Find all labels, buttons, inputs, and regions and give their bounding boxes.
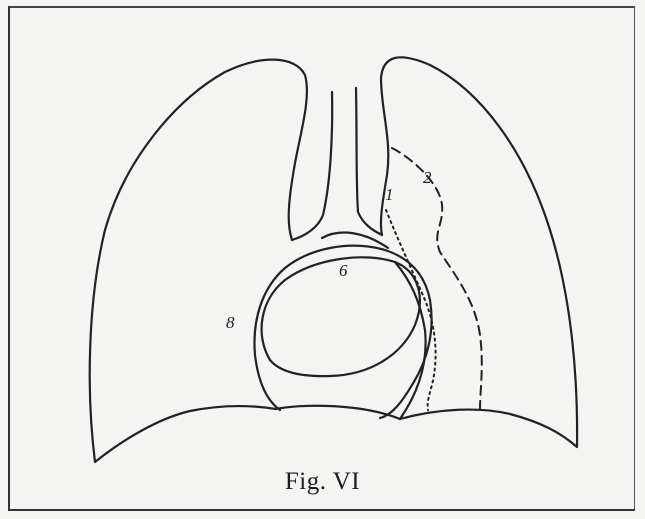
trachea-left-wall	[292, 92, 332, 240]
figure-caption: Fig. VI	[0, 468, 645, 496]
contour-1-dotted	[386, 210, 436, 410]
right-lung-outline	[90, 60, 307, 462]
label-2: 2	[423, 168, 432, 187]
label-6: 6	[339, 261, 348, 280]
trachea-right-wall	[356, 88, 382, 235]
label-8: 8	[226, 313, 235, 332]
left-heart-border	[395, 262, 426, 419]
label-1: 1	[385, 185, 394, 204]
contour-2-dashed	[392, 148, 482, 410]
